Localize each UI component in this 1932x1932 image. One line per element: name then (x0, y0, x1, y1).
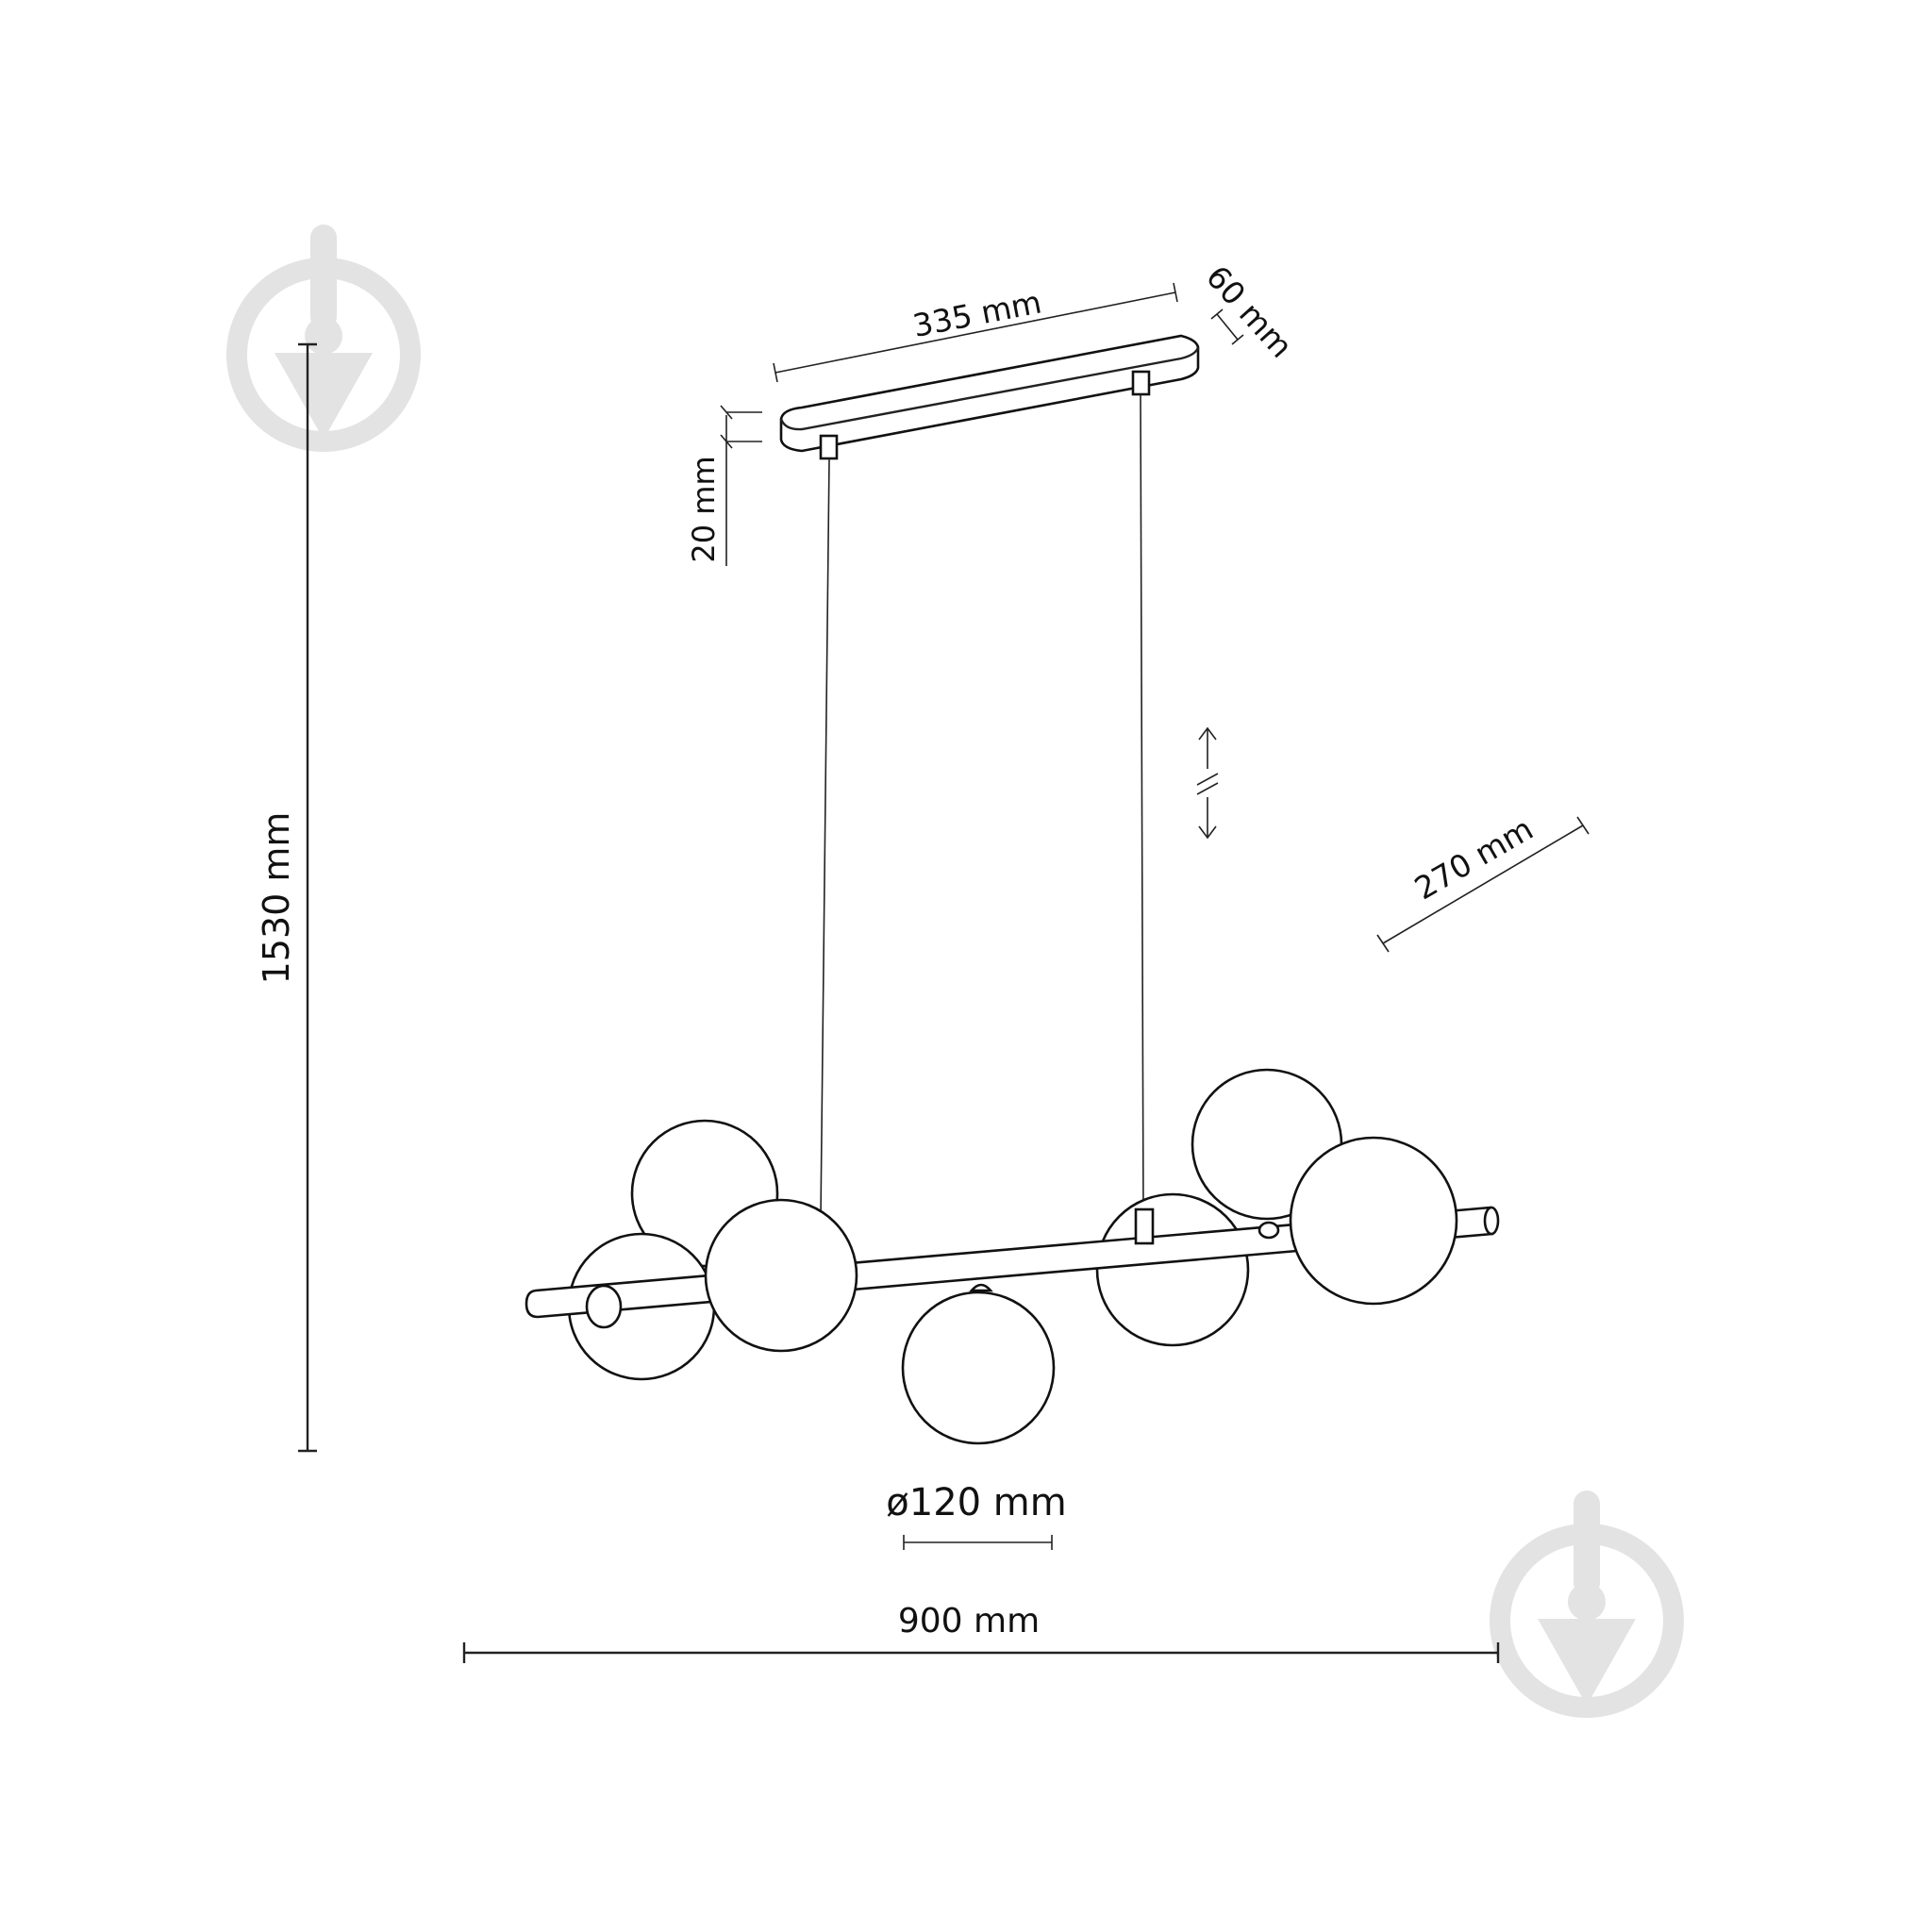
depth-label: 270 mm (1408, 810, 1540, 908)
pin-marker-icon (226, 225, 421, 452)
globe-diameter-label: ø120 mm (886, 1481, 1066, 1524)
height-label: 1530 mm (256, 812, 297, 985)
canopy-width-label: 60 mm (1199, 258, 1300, 365)
adjustable-length-indicator (1196, 726, 1219, 840)
front-globes (704, 1136, 1458, 1445)
pin-marker-icon (1490, 1491, 1684, 1718)
canopy-width-dimension: 60 mm (1199, 258, 1300, 365)
watermark-top-left (226, 225, 421, 452)
height-dimension: 1530 mm (256, 342, 317, 1453)
width-label: 900 mm (898, 1602, 1040, 1641)
globe (901, 1291, 1056, 1445)
watermark-bottom-right (1490, 1491, 1684, 1718)
width-dimension: 900 mm (462, 1602, 1500, 1663)
depth-dimension: 270 mm (1376, 810, 1590, 953)
canopy-height-dimension: 20 mm (686, 405, 762, 566)
canopy-length-label: 335 mm (909, 283, 1044, 344)
globe (704, 1198, 858, 1353)
globe (1095, 1192, 1250, 1347)
globe (1289, 1136, 1458, 1306)
globe-diameter-dimension: ø120 mm (886, 1481, 1067, 1550)
canopy-height-label: 20 mm (686, 456, 722, 562)
suspension-cables (820, 393, 1144, 1218)
ceiling-canopy (779, 334, 1200, 460)
